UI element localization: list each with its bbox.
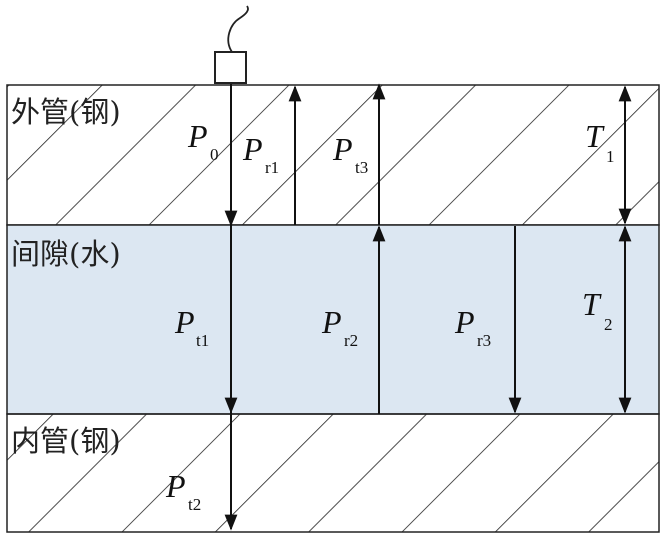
svg-text:P: P (454, 304, 475, 340)
svg-text:t3: t3 (355, 158, 368, 177)
label-pr3: P r3 (454, 304, 491, 350)
label-pt1: P t1 (174, 304, 209, 350)
outer-pipe-label: 外管(钢) (11, 95, 121, 129)
svg-text:P: P (321, 304, 342, 340)
label-pt3: P t3 (332, 131, 368, 177)
svg-text:T: T (585, 118, 605, 154)
svg-text:r2: r2 (344, 331, 358, 350)
svg-text:0: 0 (210, 145, 219, 164)
label-pr1: P r1 (242, 131, 279, 177)
gap-layer (6, 224, 660, 415)
svg-text:r3: r3 (477, 331, 491, 350)
svg-text:P: P (187, 118, 208, 154)
svg-text:1: 1 (606, 147, 615, 166)
svg-text:P: P (332, 131, 353, 167)
label-p0: P 0 (187, 118, 219, 164)
svg-text:t1: t1 (196, 331, 209, 350)
label-pr2: P r2 (321, 304, 358, 350)
svg-text:2: 2 (604, 315, 613, 334)
outer-pipe-layer (6, 84, 660, 226)
gap-label: 间隙(水) (11, 237, 121, 271)
inner-pipe-layer (6, 413, 660, 533)
transducer-cable (227, 5, 249, 53)
svg-text:P: P (165, 468, 186, 504)
svg-text:P: P (174, 304, 195, 340)
label-t1: T 1 (585, 118, 615, 166)
svg-text:r1: r1 (265, 158, 279, 177)
svg-text:P: P (242, 131, 263, 167)
label-pt2: P t2 (165, 468, 201, 514)
svg-text:T: T (582, 286, 602, 322)
transducer-box (214, 51, 247, 84)
inner-pipe-label: 内管(钢) (11, 424, 121, 458)
svg-text:t2: t2 (188, 495, 201, 514)
label-t2: T 2 (582, 286, 613, 334)
